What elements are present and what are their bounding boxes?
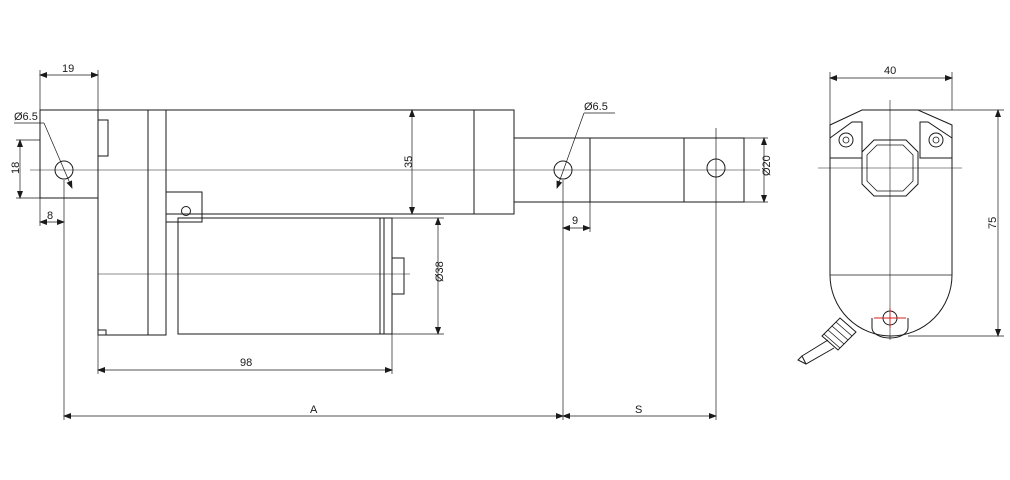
dim-rod-hole: Ø6.5 [584,101,608,113]
dim-75: 75 [987,217,999,229]
dim-S: S [635,404,642,416]
end-octagon [861,139,919,197]
end-housing [829,109,953,337]
dim-A: A [310,404,318,416]
dim-19: 19 [62,63,74,75]
motor-body [177,217,393,335]
end-dimensions: 40 75 [829,65,1004,337]
rear-clevis [39,109,99,199]
limit-block [165,191,203,223]
dim-9: 9 [572,215,578,227]
dim-8: 8 [47,210,53,222]
dim-18: 18 [10,162,22,174]
cable-gland [797,317,857,365]
rear-tab [97,119,109,157]
outer-tube [165,109,515,215]
dim-35: 35 [403,156,415,168]
dim-motor-dia: Ø38 [434,261,446,282]
side-dimensions: 19 Ø6.5 18 8 35 Ø6.5 Ø20 9 Ø38 [10,63,773,420]
dim-rod-dia: Ø20 [761,155,773,176]
dim-40: 40 [884,65,896,77]
motor-cap [391,257,405,295]
side-view [30,109,760,336]
dim-98: 98 [240,357,252,369]
dim-left-hole: Ø6.5 [14,111,38,123]
end-view [797,100,962,365]
